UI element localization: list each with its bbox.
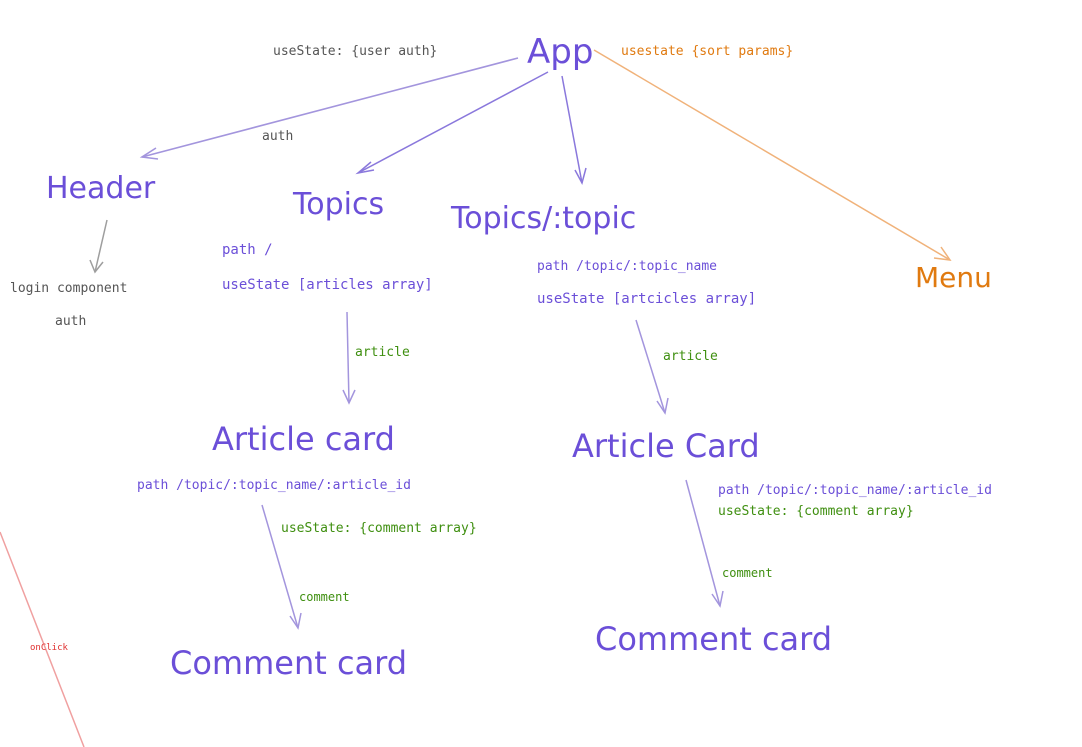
edge-app-menu — [593, 49, 952, 261]
article-card-1-state: useState: {comment array} — [281, 521, 477, 536]
app-state-left: useState: {user auth} — [273, 44, 437, 59]
topic-state: useState [artcicles array] — [537, 291, 756, 307]
edge-topic-article-card — [635, 319, 669, 415]
edge-article-card-comment-card — [261, 504, 302, 630]
menu-title: Menu — [915, 261, 992, 294]
app-title: App — [527, 32, 593, 72]
onclick-line — [0, 531, 85, 747]
login-auth-label: auth — [55, 314, 86, 329]
topics-state: useState [articles array] — [222, 277, 433, 293]
topics-path: path / — [222, 242, 273, 258]
article-card-1-path: path /topic/:topic_name/:article_id — [137, 478, 411, 493]
topics-title: Topics — [292, 187, 384, 222]
article-card-2-path: path /topic/:topic_name/:article_id — [718, 483, 992, 498]
comment-card-1-title: Comment card — [170, 644, 407, 682]
edge-label-article-2: article — [663, 349, 718, 364]
edge-app-topics — [355, 71, 549, 175]
article-card-2-state: useState: {comment array} — [718, 504, 914, 519]
article-card-2-title: Article Card — [572, 427, 760, 465]
login-component-label: login component — [10, 281, 127, 296]
edge-app-header — [139, 57, 519, 160]
comment-card-2-title: Comment card — [595, 620, 832, 658]
app-state-right: usestate {sort params} — [621, 44, 793, 59]
edge-label-comment-2: comment — [722, 566, 773, 580]
header-title: Header — [46, 171, 156, 206]
edge-label-article-1: article — [355, 345, 410, 360]
topic-title: Topics/:topic — [450, 201, 636, 236]
edge-label-comment-1: comment — [299, 590, 350, 604]
topic-path: path /topic/:topic_name — [537, 259, 717, 274]
edge-header-login — [89, 219, 108, 274]
edge-label-auth: auth — [262, 129, 293, 144]
article-card-1-title: Article card — [212, 420, 395, 458]
edge-topics-article-card — [342, 311, 356, 405]
onclick-label: onClick — [30, 643, 69, 653]
edge-app-topic — [561, 75, 587, 186]
edge-article-card2-comment-card2 — [685, 479, 724, 608]
